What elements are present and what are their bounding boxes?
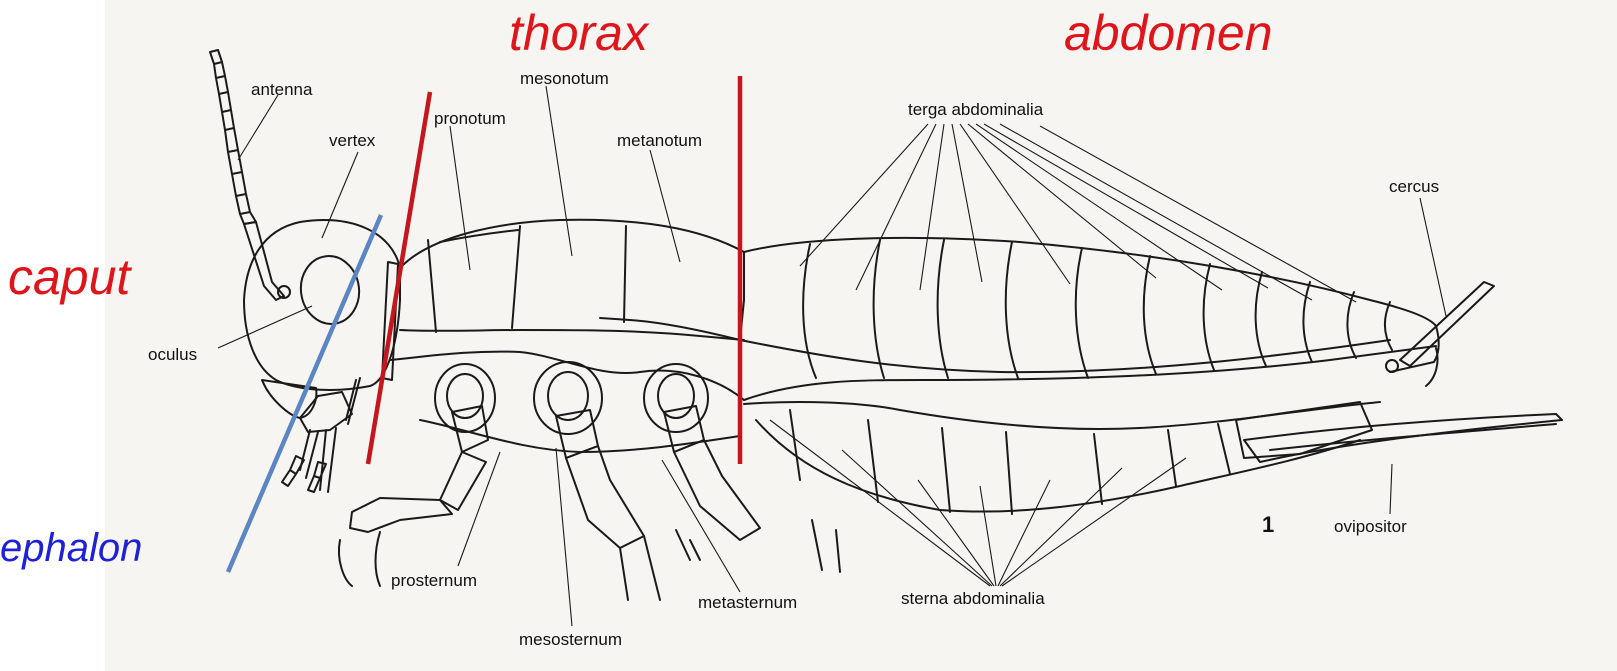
label-sterna-abdominalia: sterna abdominalia — [901, 589, 1045, 608]
region-title-abdomen: abdomen — [1064, 5, 1273, 61]
label-mesonotum: mesonotum — [520, 69, 609, 88]
label-vertex: vertex — [329, 131, 376, 150]
label-prosternum: prosternum — [391, 571, 477, 590]
region-title-thorax: thorax — [509, 5, 650, 61]
region-title-cephalon: ephalon — [0, 526, 142, 570]
figure-number: 1 — [1262, 512, 1274, 537]
label-oculus: oculus — [148, 345, 197, 364]
label-antenna: antenna — [251, 80, 313, 99]
region-title-caput: caput — [8, 249, 132, 305]
label-ovipositor: ovipositor — [1334, 517, 1407, 536]
label-metasternum: metasternum — [698, 593, 797, 612]
label-metanotum: metanotum — [617, 131, 702, 150]
label-terga-abdominalia: terga abdominalia — [908, 100, 1044, 119]
label-cercus: cercus — [1389, 177, 1439, 196]
label-pronotum: pronotum — [434, 109, 506, 128]
label-mesosternum: mesosternum — [519, 630, 622, 649]
